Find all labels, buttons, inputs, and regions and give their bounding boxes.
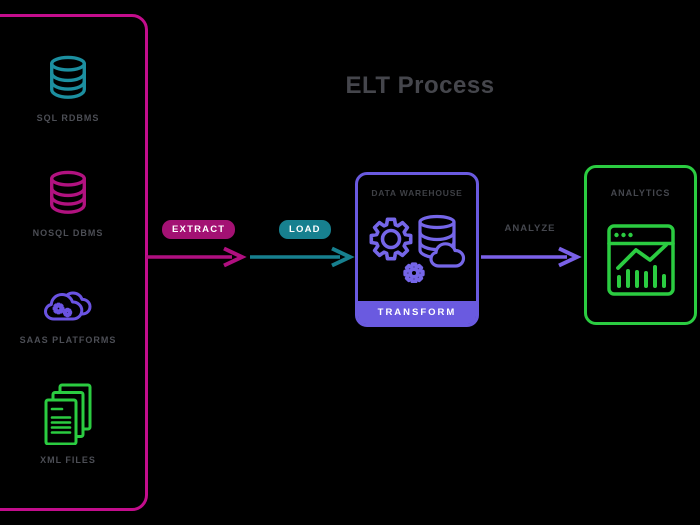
extract-badge: EXTRACT <box>162 220 236 239</box>
browser-chart-icon <box>607 224 675 296</box>
data-sources-panel: SQL RDBMS NOSQL DBMS <box>0 14 148 511</box>
load-badge: LOAD <box>279 220 331 239</box>
analytics-box: ANALYTICS <box>584 165 697 325</box>
source-item-xml-files: XML FILES <box>18 383 118 465</box>
source-label: NOSQL DBMS <box>32 228 104 238</box>
source-item-saas-platforms: SAAS PLATFORMS <box>18 281 118 345</box>
source-label: SQL RDBMS <box>36 113 100 123</box>
warehouse-title: DATA WAREHOUSE <box>371 188 463 198</box>
database-icon <box>50 170 86 214</box>
database-icon <box>50 55 86 99</box>
page-title: ELT Process <box>345 72 495 99</box>
source-item-nosql-dbms: NOSQL DBMS <box>18 170 118 238</box>
source-item-sql-rdbms: SQL RDBMS <box>18 55 118 123</box>
gears-database-cloud-icon <box>369 214 466 283</box>
load-arrow-icon <box>250 246 355 268</box>
analytics-title: ANALYTICS <box>610 188 671 198</box>
analyze-label: ANALYZE <box>504 223 556 234</box>
transform-bar: TRANSFORM <box>358 301 476 324</box>
analyze-arrow-icon <box>481 246 582 268</box>
extract-arrow-icon <box>146 246 247 268</box>
documents-icon <box>44 383 92 445</box>
source-label: XML FILES <box>40 455 96 465</box>
source-label: SAAS PLATFORMS <box>19 335 117 345</box>
cloud-gears-icon <box>44 291 92 321</box>
data-warehouse-box: DATA WAREHOUSE TRANSFORM <box>355 172 479 327</box>
